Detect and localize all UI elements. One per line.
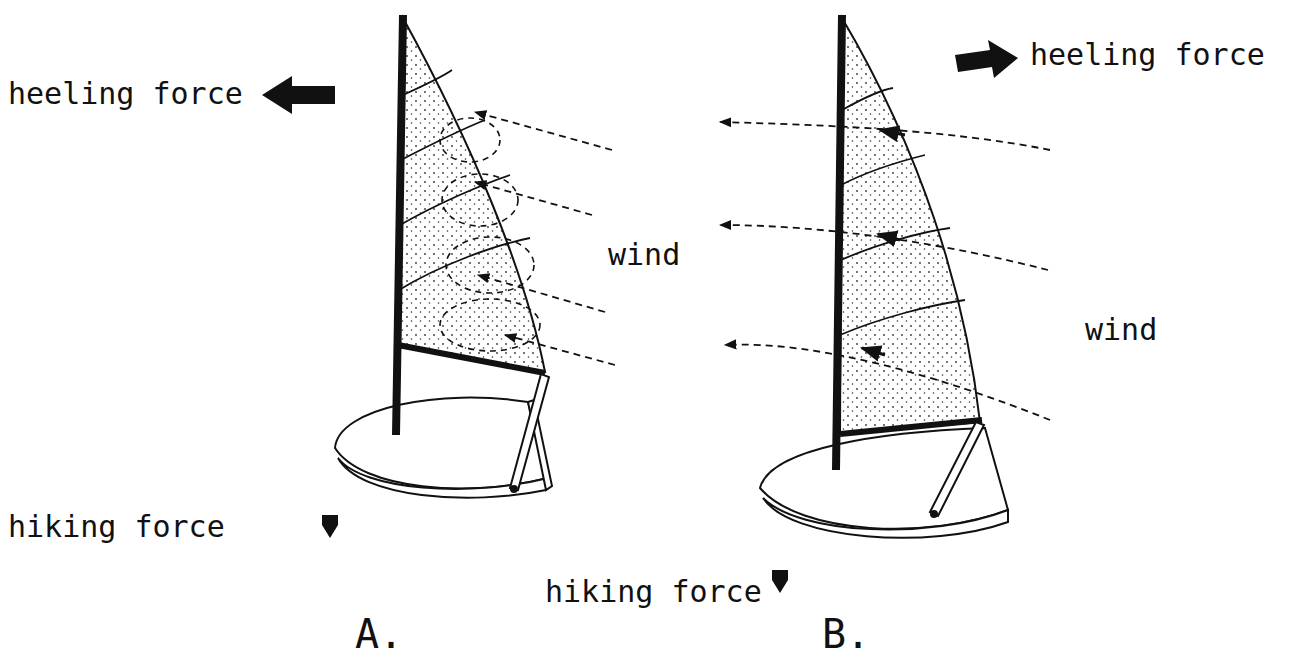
mast-extension-b: [930, 422, 984, 516]
hiking-arrow-b: [772, 570, 788, 593]
boom-b: [840, 420, 982, 434]
force-label: wind: [1085, 313, 1157, 346]
eddies-a: [440, 118, 540, 351]
mast-b: [836, 15, 842, 470]
mast-a: [396, 15, 403, 435]
heeling-arrow-b: [955, 40, 1018, 78]
force-label: wind: [608, 238, 680, 271]
heeling-arrow-a: [262, 76, 335, 114]
force-label: heeling force: [1030, 38, 1265, 71]
force-label: hiking force: [545, 575, 762, 608]
flow-arrows-b: [862, 130, 905, 355]
hiking-arrow-a: [322, 515, 338, 538]
mast-foot-a: [510, 485, 518, 493]
force-label: heeling force: [8, 77, 243, 110]
sail-a: [398, 18, 545, 372]
wind-lines-a: [475, 112, 615, 365]
battens-b: [840, 88, 965, 335]
mast-foot-b: [930, 510, 938, 518]
figure-letter: A.: [355, 612, 403, 656]
mast-extension-a: [510, 374, 549, 490]
figure-letter: B.: [822, 612, 870, 656]
wind-lines-b: [720, 122, 1050, 420]
force-label: hiking force: [8, 510, 225, 543]
battens-a: [399, 70, 530, 290]
